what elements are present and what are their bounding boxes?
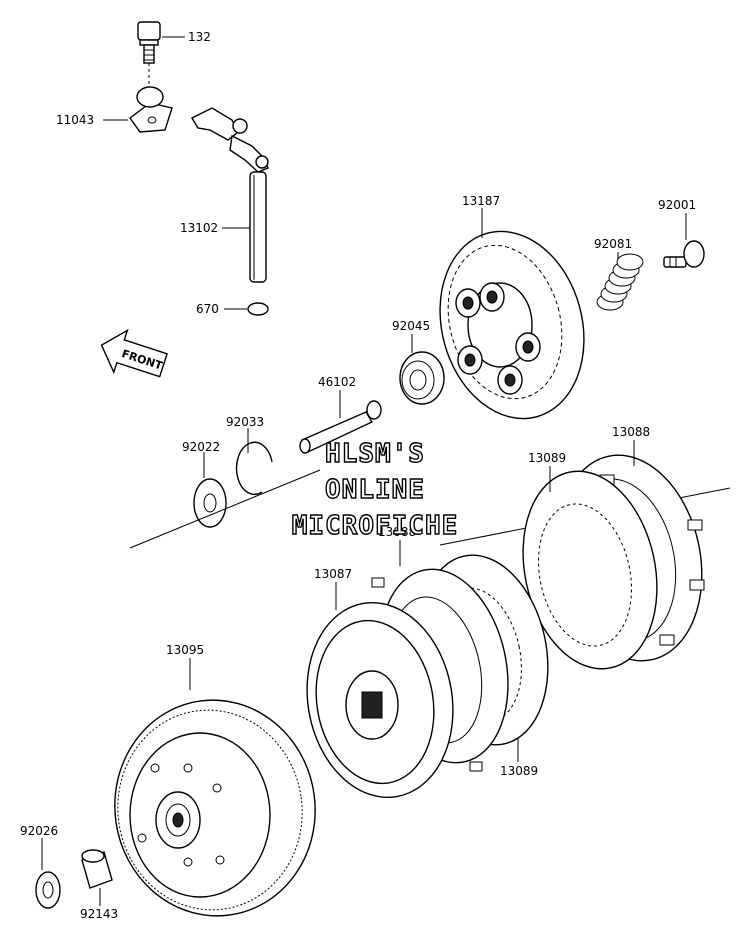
callout-670[interactable]: 670 (196, 302, 219, 316)
spring-92081[interactable] (596, 253, 644, 311)
clutch-hub-13087[interactable] (292, 591, 468, 809)
watermark-line2: ONLINE (325, 475, 425, 505)
callout-92026[interactable]: 92026 (20, 824, 58, 838)
callout-13102[interactable]: 13102 (180, 221, 218, 235)
callout-13089-bottom[interactable]: 13089 (500, 764, 538, 778)
callout-13087[interactable]: 13087 (314, 567, 352, 581)
callout-92045[interactable]: 92045 (392, 319, 430, 333)
release-shaft-13102[interactable] (191, 107, 269, 283)
bolt-92001[interactable] (663, 240, 705, 268)
callout-13088-mid[interactable]: 13088 (378, 525, 416, 539)
washer-92022[interactable] (193, 478, 227, 528)
callout-92143[interactable]: 92143 (80, 907, 118, 921)
watermark: HLSM'S ONLINE MICROFICHE (291, 438, 459, 541)
primary-gear-icon (155, 791, 201, 849)
washer-92026[interactable] (35, 871, 61, 909)
callout-92022[interactable]: 92022 (182, 440, 220, 454)
callout-92033[interactable]: 92033 (226, 415, 264, 429)
steel-plate-13089-top[interactable] (506, 459, 675, 682)
bearing-92045[interactable] (399, 351, 445, 405)
callout-13089-top[interactable]: 13089 (528, 451, 566, 465)
spring-boss-icon (455, 282, 541, 395)
collar-92143[interactable] (81, 849, 113, 889)
clutch-housing-13095[interactable] (101, 687, 329, 929)
clamp-11043[interactable] (129, 86, 173, 133)
callout-13088-top[interactable]: 13088 (612, 425, 650, 439)
watermark-line1: HLSM'S (325, 439, 425, 469)
callout-46102[interactable]: 46102 (318, 375, 356, 389)
watermark-line3: MICROFICHE (292, 511, 459, 541)
front-arrow-icon: FRONT (100, 328, 168, 378)
callout-13187[interactable]: 13187 (462, 194, 500, 208)
callout-132[interactable]: 132 (188, 30, 211, 44)
bolt-132[interactable] (137, 21, 161, 64)
callout-13095[interactable]: 13095 (166, 643, 204, 657)
callout-92081[interactable]: 92081 (594, 237, 632, 251)
callout-92001[interactable]: 92001 (658, 198, 696, 212)
oring-670[interactable] (247, 302, 269, 316)
circlip-92033[interactable] (235, 441, 273, 495)
pressure-plate-13187[interactable] (420, 215, 604, 435)
callout-11043[interactable]: 11043 (56, 113, 94, 127)
pushrod-46102[interactable] (299, 400, 382, 454)
